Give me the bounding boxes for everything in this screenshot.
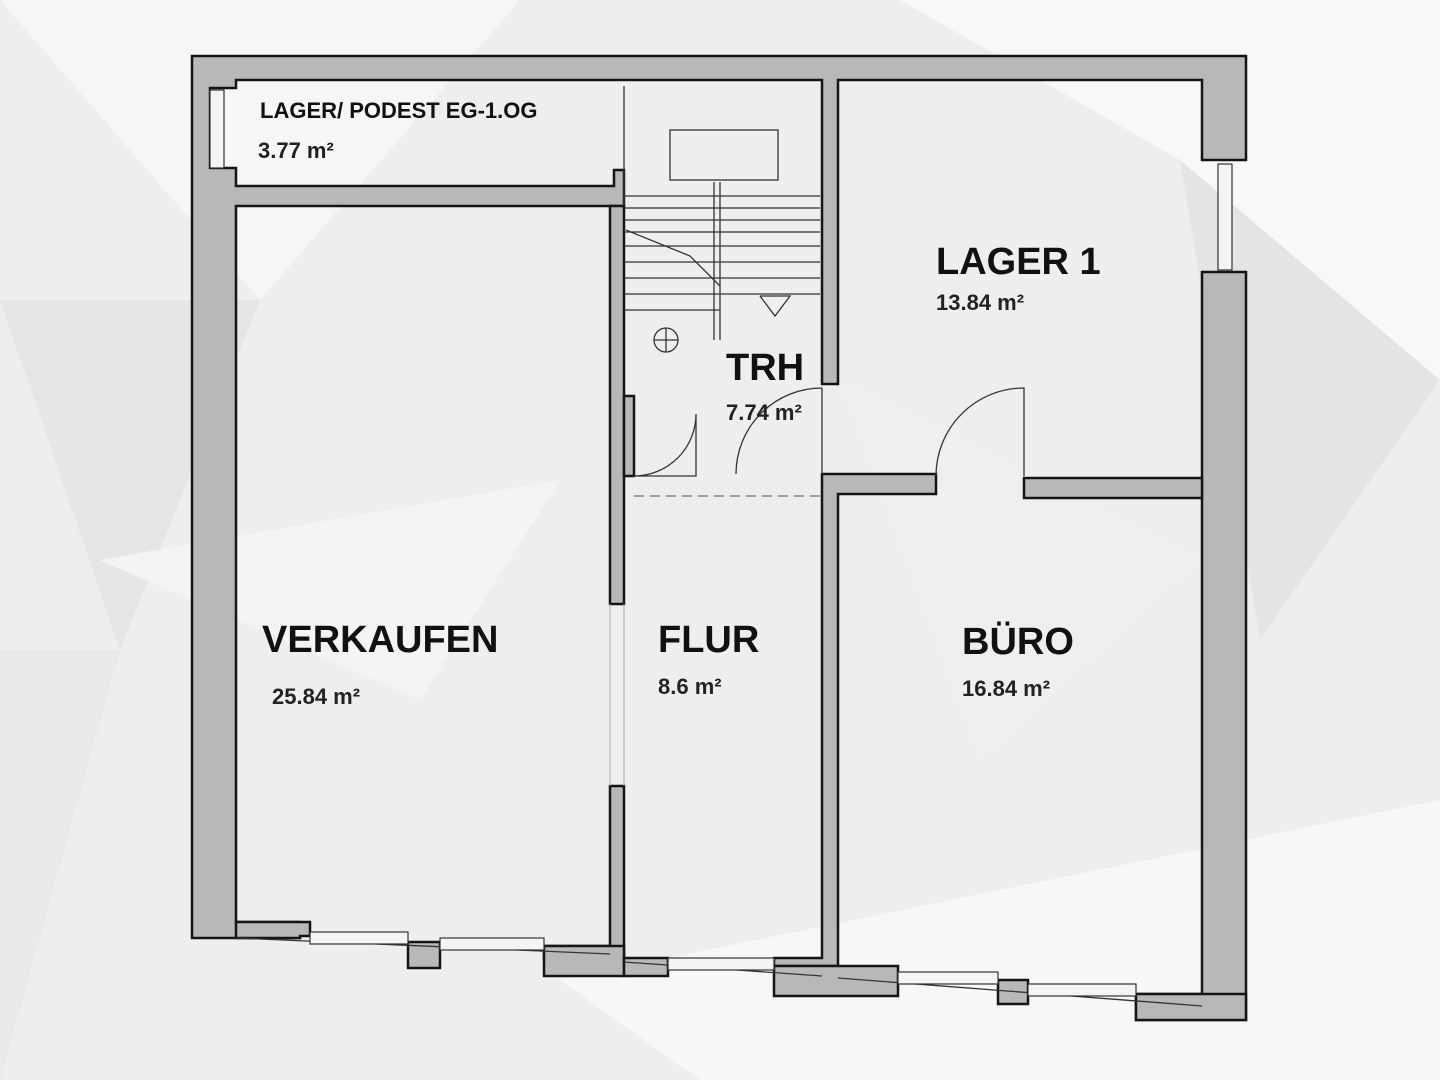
wall-bottom-pier-2 bbox=[622, 956, 670, 978]
windows bbox=[209, 89, 1233, 997]
window-bottom-5 bbox=[1027, 983, 1137, 997]
door-swing-trh bbox=[633, 413, 697, 477]
flur-name: FLUR bbox=[658, 619, 759, 661]
door-swing-flur bbox=[735, 387, 823, 475]
staircase bbox=[623, 86, 820, 353]
wall-bottom-pier-1 bbox=[542, 944, 626, 978]
lager-podest-name: LAGER/ PODEST EG-1.OG bbox=[260, 98, 537, 123]
window-bottom-2 bbox=[439, 937, 545, 951]
window-bottom-3 bbox=[667, 957, 775, 971]
wall-bottom-mid-left bbox=[406, 940, 442, 970]
wall-lager-buero bbox=[1022, 476, 1204, 500]
lager-podest-area: 3.77 m² bbox=[258, 138, 334, 163]
trh-name: TRH bbox=[726, 347, 804, 389]
wall-verkaufen-flur bbox=[608, 204, 626, 606]
buero-area: 16.84 m² bbox=[962, 676, 1050, 701]
window-bottom-4 bbox=[897, 971, 999, 985]
doors bbox=[633, 387, 1025, 497]
wall-bottom-pier-3 bbox=[772, 964, 900, 998]
wall-bottom-pier-5 bbox=[1134, 992, 1248, 1022]
lager1-area: 13.84 m² bbox=[936, 290, 1024, 315]
trh-area: 7.74 m² bbox=[726, 400, 802, 425]
room-labels: LAGER/ PODEST EG-1.OG 3.77 m² LAGER 1 13… bbox=[258, 98, 1101, 709]
window-bottom-1 bbox=[309, 931, 409, 945]
buero-name: BÜRO bbox=[962, 620, 1074, 663]
door-swing-buero bbox=[935, 387, 1025, 477]
lager1-name: LAGER 1 bbox=[936, 241, 1101, 283]
window-left bbox=[209, 89, 225, 169]
wall-bottom-left bbox=[234, 920, 312, 940]
window-right bbox=[1217, 163, 1233, 271]
verkaufen-area: 25.84 m² bbox=[272, 684, 360, 709]
wall-trh-left bbox=[622, 394, 636, 478]
verkaufen-name: VERKAUFEN bbox=[262, 619, 498, 661]
flur-area: 8.6 m² bbox=[658, 674, 722, 699]
